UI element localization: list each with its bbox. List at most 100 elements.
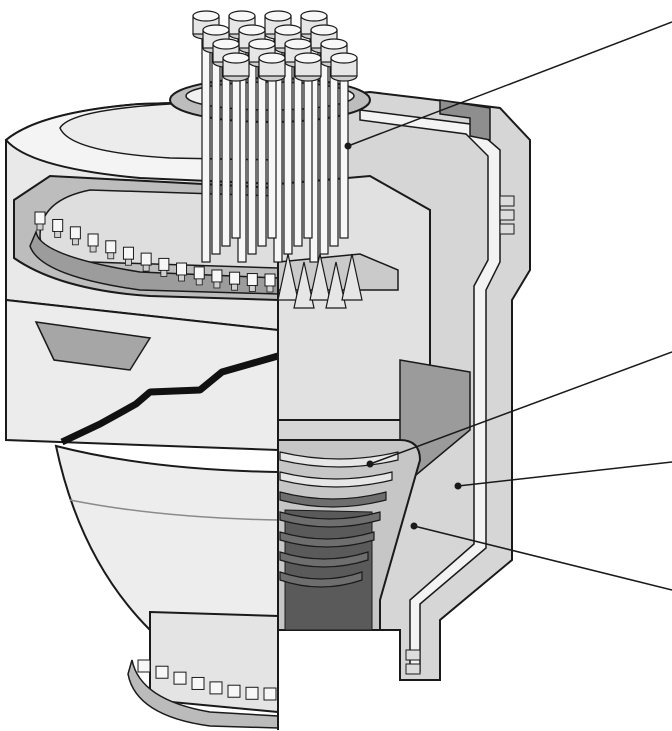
flange-bolt [158,257,170,271]
tube-cap-top [300,10,328,22]
leader-dot-bore [366,460,374,468]
flange-bolt-shank [71,238,79,246]
feed-tube [267,77,277,239]
skirt-bracket [34,321,152,371]
flange-bolt [176,262,188,276]
bore-rib [279,571,363,588]
feed-tube [211,49,221,255]
mounting-lug [439,99,491,141]
tube-cap-top [202,24,230,36]
flange-bolt [246,273,258,287]
flange-bolt-shank [89,245,97,253]
flange-bolt-shank [248,285,256,292]
tube-cap-top [228,10,256,22]
lower-cone [54,444,279,634]
feed-tube [283,49,293,255]
feed-tube [329,63,339,247]
flange-bolt [52,218,64,232]
bottom-outlet [149,610,279,714]
shell-side-bolts [405,195,515,675]
outlet-bolt [191,676,205,690]
flange-bolt-shank [178,274,185,282]
cone-tip [277,253,299,301]
outlet-bolt [245,686,259,700]
feed-tube [303,77,313,239]
tube-cap-top [274,24,302,36]
outlet-bolt [173,671,187,685]
tube-cap-top [222,52,250,64]
sectioned-half [277,90,531,681]
shell-bolt [499,223,515,235]
cone-band [69,499,279,521]
shell-bolt [499,195,515,207]
flange-bolt [211,269,223,283]
outlet-bolt [227,684,241,698]
flange-bolt [229,271,241,285]
feed-tube [293,63,303,247]
leader-dot-feed-tubes [344,142,352,150]
shell-bolt [405,649,421,661]
outlet-bolt [263,687,277,701]
flange-bolt-shank [266,285,274,293]
feed-tube [319,49,329,255]
outlet-bolt [155,665,169,679]
feed-tube [257,63,267,247]
flange-bolt [122,246,134,260]
tube-cap-top [248,38,276,50]
lower-bolt-row [137,659,277,701]
leader-line-bore [369,351,672,465]
flange-bolt-shank [125,258,132,266]
tube-cap-top [320,38,348,50]
leader-dot-inner-wall [410,522,418,530]
outlet-bolt [209,681,223,695]
shell-bolt [405,663,421,675]
tube-cap-top [284,38,312,50]
flange-bolt [140,252,152,266]
tube-cap-top [264,10,292,22]
tube-cap-top [330,52,358,64]
feed-tube [339,77,349,239]
tube-cap-top [238,24,266,36]
bore-rib [279,551,369,568]
feed-tube [221,63,231,247]
leader-line-outer-shell [457,461,672,487]
flange-bolt [264,273,276,287]
feed-tube [201,35,211,263]
tube-cap-top [310,24,338,36]
outlet-bolt [137,659,151,673]
cone-tip [309,253,331,301]
tube-cap-top [212,38,240,50]
feed-tube [247,49,257,255]
bore-rib [279,491,387,508]
jagged-cut-edge [60,352,279,446]
flange-bolt-shank [107,252,115,260]
flange-bolt [193,266,205,280]
bore-rib [279,531,375,548]
flange-bolt [34,211,46,225]
tube-cap-top [192,10,220,22]
flange-bolt-shank [213,281,221,289]
leader-dot-outer-shell [454,482,462,490]
feed-tube-cluster [192,10,358,263]
upper-bolt-row [34,211,276,293]
flange-bolt-shank [142,264,150,272]
shell-bolt [499,209,515,221]
bore-rib [279,471,393,488]
flange-bolt [105,240,117,254]
flange-bolt-shank [54,231,62,238]
feed-tube [231,77,241,239]
injector-cone-tips [277,253,363,309]
flange-bolt-shank [231,283,239,291]
cone-tip [325,261,347,309]
leader-line-feed-tubes [347,21,672,147]
flange-bolt [87,233,99,247]
flange-bolt-shank [160,270,168,277]
cone-tip [293,261,315,309]
leader-line-inner-wall [413,525,672,591]
cone-tip [341,253,363,301]
bore-rib [279,511,381,528]
tube-cap-top [258,52,286,64]
tube-cap-top [294,52,322,64]
